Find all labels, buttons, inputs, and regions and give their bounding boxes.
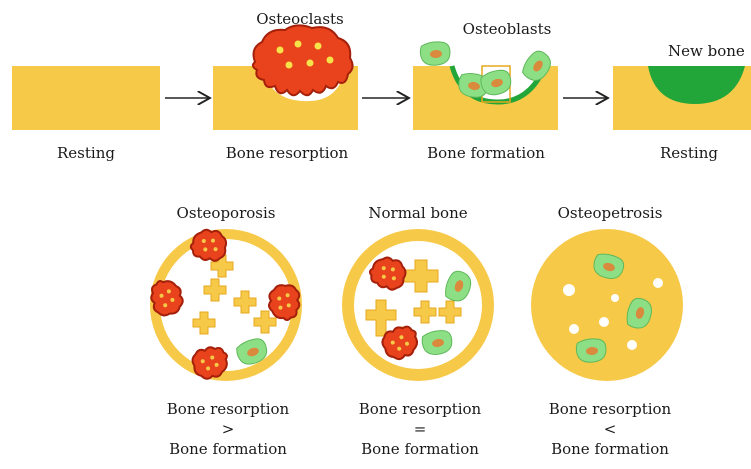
relation-left: Bone resorption bbox=[549, 399, 671, 419]
resting-new-bone-block bbox=[613, 66, 751, 130]
relation-right: Bone formation bbox=[167, 439, 289, 459]
osteopetrosis-relation: Bone resorption < Bone formation bbox=[549, 399, 671, 459]
normal-bone-title: Normal bone bbox=[368, 206, 467, 221]
formation-bone-block bbox=[413, 41, 558, 130]
stage-resorption-label: Bone resorption bbox=[226, 146, 348, 161]
osteoblast-cell bbox=[420, 41, 452, 67]
osteoporosis-diagram bbox=[149, 227, 302, 381]
normal-bone-diagram bbox=[342, 229, 494, 381]
osteoblasts-label: Osteoblasts bbox=[463, 22, 552, 37]
resting-bone-block bbox=[12, 66, 160, 130]
stage-resting-label: Resting bbox=[57, 146, 115, 161]
relation-left: Bone resorption bbox=[359, 399, 481, 419]
resorption-bone-block bbox=[213, 25, 358, 130]
relation-symbol: < bbox=[549, 419, 671, 439]
stage-formation-label: Bone formation bbox=[427, 146, 545, 161]
stage-resting-new-label: Resting bbox=[660, 146, 718, 161]
osteoporosis-title: Osteoporosis bbox=[177, 206, 276, 221]
osteoporosis-relation: Bone resorption > Bone formation bbox=[167, 399, 289, 459]
osteopetrosis-title: Osteopetrosis bbox=[558, 206, 663, 221]
osteoclasts-label: Osteoclasts bbox=[256, 12, 344, 27]
relation-right: Bone formation bbox=[359, 439, 481, 459]
relation-symbol: > bbox=[167, 419, 289, 439]
relation-symbol: = bbox=[359, 419, 481, 439]
relation-left: Bone resorption bbox=[167, 399, 289, 419]
osteoclast-large bbox=[253, 25, 353, 95]
normal-bone-relation: Bone resorption = Bone formation bbox=[359, 399, 481, 459]
relation-right: Bone formation bbox=[549, 439, 671, 459]
new-bone-label: New bone bbox=[668, 44, 745, 59]
osteopetrosis-diagram bbox=[531, 229, 683, 381]
